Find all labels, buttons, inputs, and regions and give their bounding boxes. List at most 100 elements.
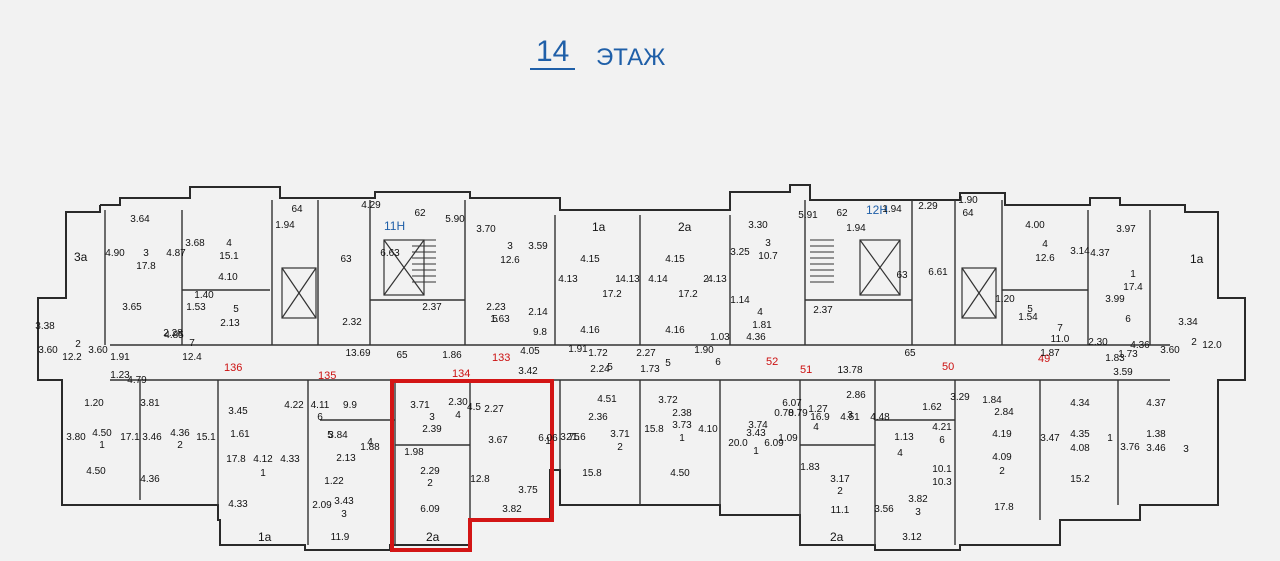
room-label: 6: [317, 412, 323, 423]
room-label: 15.8: [644, 424, 664, 435]
room-label: 2: [1191, 337, 1197, 348]
elevator-right-cross: [859, 239, 901, 296]
room-label: 4.16: [665, 325, 685, 336]
room-label: 5: [1027, 304, 1033, 315]
floor-title: 14 ЭТАЖ: [520, 36, 760, 76]
room-label: 1.98: [404, 447, 424, 458]
room-label: 2: [75, 339, 81, 350]
room-label: 15.1: [219, 251, 239, 262]
balcony-label: 2а: [426, 530, 440, 544]
room-label: 4.12: [253, 454, 273, 465]
room-label: 3.25: [730, 247, 750, 258]
room-label: 1.91: [568, 344, 588, 355]
room-label: 3: [341, 509, 347, 520]
room-label: 6.07: [782, 398, 802, 409]
room-label: 3.76: [1120, 442, 1140, 453]
room-label: 4.48: [870, 412, 890, 423]
room-label: 11.9: [331, 532, 350, 543]
room-label: 3.12: [902, 532, 922, 543]
room-label: 3.29: [950, 392, 970, 403]
room-label: 3.60: [38, 345, 58, 356]
room-label: 2.30: [1088, 337, 1108, 348]
building-outline: [37, 184, 1246, 551]
room-label: 3.80: [66, 432, 86, 443]
outline-left: [37, 184, 1246, 551]
room-label: 3: [143, 248, 149, 259]
room-label: 3.73: [672, 420, 692, 431]
room-label: 5.91: [798, 210, 818, 221]
room-label: 1.88: [360, 442, 380, 453]
room-label: 3.47: [1040, 433, 1060, 444]
room-label: 17.4: [1123, 282, 1143, 293]
room-label: 4: [226, 238, 232, 249]
balcony-label: 1а: [258, 530, 272, 544]
room-label: 12.0: [1202, 340, 1222, 351]
room-label: 3.59: [1113, 367, 1133, 378]
balcony-label: 2а: [830, 530, 844, 544]
room-label: 4.50: [670, 468, 690, 479]
room-label: 4.16: [580, 325, 600, 336]
elevator-right: [859, 239, 901, 296]
room-label: 3.97: [1116, 224, 1136, 235]
room-label: 2.27: [636, 348, 656, 359]
balcony-label: 1а: [592, 220, 606, 234]
room-label: 3.70: [476, 224, 496, 235]
room-label: 3.74: [748, 420, 768, 431]
room-label: 1: [99, 440, 105, 451]
room-label: 5: [233, 304, 239, 315]
elevator-right-2-cross: [961, 267, 997, 319]
room-label: 3.30: [748, 220, 768, 231]
room-label: 9.8: [533, 327, 547, 338]
room-label: 1.73: [1118, 349, 1138, 360]
room-label: 2.86: [846, 390, 866, 401]
elevators: [281, 239, 997, 319]
room-label: 4: [757, 307, 763, 318]
room-label: 2.23: [486, 302, 506, 313]
room-label: 1.03: [710, 332, 730, 343]
room-label: 3.34: [1178, 317, 1198, 328]
room-label: 3.82: [908, 494, 928, 505]
room-label: 1.84: [982, 395, 1002, 406]
room-label: 4.36: [170, 428, 190, 439]
room-label: 6.61: [928, 267, 948, 278]
elevator-left-2: [383, 239, 425, 296]
room-label: 4.21: [932, 422, 952, 433]
room-label: 1: [1107, 433, 1113, 444]
room-label: 1.61: [230, 429, 250, 440]
room-label: 3.67: [488, 435, 508, 446]
room-label: 4.85: [164, 330, 184, 341]
apartment-number: 52: [766, 356, 778, 368]
room-label: 1.53: [186, 302, 206, 313]
room-label: 1: [1130, 269, 1136, 280]
room-label: 3.46: [142, 432, 162, 443]
room-label: 1.27: [808, 404, 828, 415]
room-label: 4.13: [558, 274, 578, 285]
room-label: 2: [617, 442, 623, 453]
room-label: 3.56: [874, 504, 894, 515]
room-label: 21.6: [566, 432, 586, 443]
room-label: 1.73: [640, 364, 660, 375]
room-label: 3.71: [410, 400, 430, 411]
highlighted-apartment[interactable]: [390, 379, 554, 552]
room-label: 1.20: [84, 398, 104, 409]
room-label: 62: [414, 208, 426, 219]
apartment-numbers: 136 135 134 133 52 51 50 49: [224, 352, 1050, 382]
stair-label-right: 12Н: [866, 203, 888, 217]
room-label: 17.1: [120, 432, 140, 443]
room-label: 1.94: [846, 223, 866, 234]
room-label: 3.45: [228, 406, 248, 417]
room-label: 3.42: [518, 366, 538, 377]
room-label: 4.11: [311, 400, 330, 411]
room-label: 63: [340, 254, 352, 265]
floor-number: 14: [530, 36, 576, 70]
room-label: 13.69: [345, 348, 370, 359]
room-label: 4.5: [467, 402, 481, 413]
room-label: 10.7: [758, 251, 778, 262]
apartment-number: 136: [224, 362, 242, 374]
room-label: 4.15: [665, 254, 685, 265]
room-label: 1.20: [995, 294, 1015, 305]
room-label: 1.94: [275, 220, 295, 231]
room-label: 5: [492, 314, 498, 325]
room-label: 2.28: [163, 328, 183, 339]
room-label: 11.0: [1051, 334, 1070, 345]
